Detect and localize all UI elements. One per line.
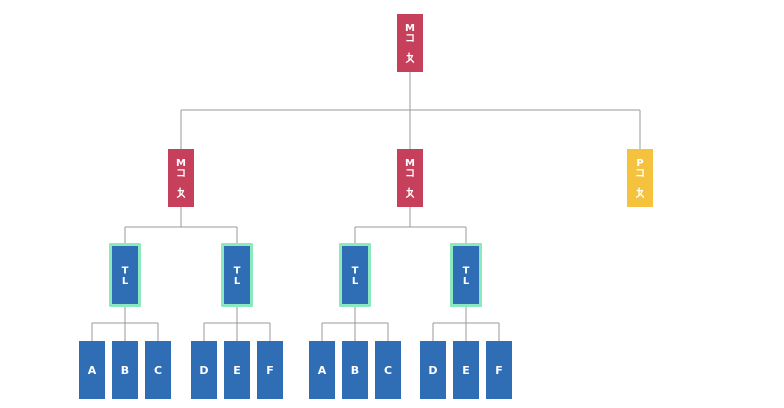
member-node-a-box <box>309 341 335 399</box>
member-node-b-box <box>342 341 368 399</box>
team-lead-node-box <box>112 246 138 304</box>
member-node-d-box <box>420 341 446 399</box>
member-node-e-box <box>453 341 479 399</box>
member-node-f-box <box>257 341 283 399</box>
member-node-d: D <box>420 341 446 399</box>
member-label: F <box>495 364 503 377</box>
root-node-box <box>397 14 423 72</box>
member-label: E <box>233 364 241 377</box>
team-lead-node-box <box>224 246 250 304</box>
member-node-e: E <box>453 341 479 399</box>
member-label: A <box>318 364 327 377</box>
member-node-b: B <box>342 341 368 399</box>
member-node-f: F <box>257 341 283 399</box>
member-node-a: A <box>79 341 105 399</box>
connector-lines <box>91 72 641 341</box>
team-lead-node-box <box>453 246 479 304</box>
member-node-b: B <box>112 341 138 399</box>
member-label: D <box>428 364 437 377</box>
member-node-c: C <box>375 341 401 399</box>
member-node-f-box <box>486 341 512 399</box>
member-node-d-box <box>191 341 217 399</box>
member-label: B <box>351 364 359 377</box>
member-node-d: D <box>191 341 217 399</box>
member-node-b-box <box>112 341 138 399</box>
member-label: D <box>199 364 208 377</box>
member-node-f: F <box>486 341 512 399</box>
member-label: B <box>121 364 129 377</box>
p-course-node-box <box>627 149 653 207</box>
m-course-node-box <box>168 149 194 207</box>
team-lead-node-box <box>342 246 368 304</box>
member-node-c-box <box>375 341 401 399</box>
member-node-a-box <box>79 341 105 399</box>
member-label: F <box>266 364 274 377</box>
member-label: C <box>384 364 392 377</box>
member-node-c: C <box>145 341 171 399</box>
member-node-e: E <box>224 341 250 399</box>
member-label: A <box>88 364 97 377</box>
member-label: E <box>462 364 470 377</box>
m-course-node-box <box>397 149 423 207</box>
member-node-c-box <box>145 341 171 399</box>
member-label: C <box>154 364 162 377</box>
member-node-a: A <box>309 341 335 399</box>
member-node-e-box <box>224 341 250 399</box>
